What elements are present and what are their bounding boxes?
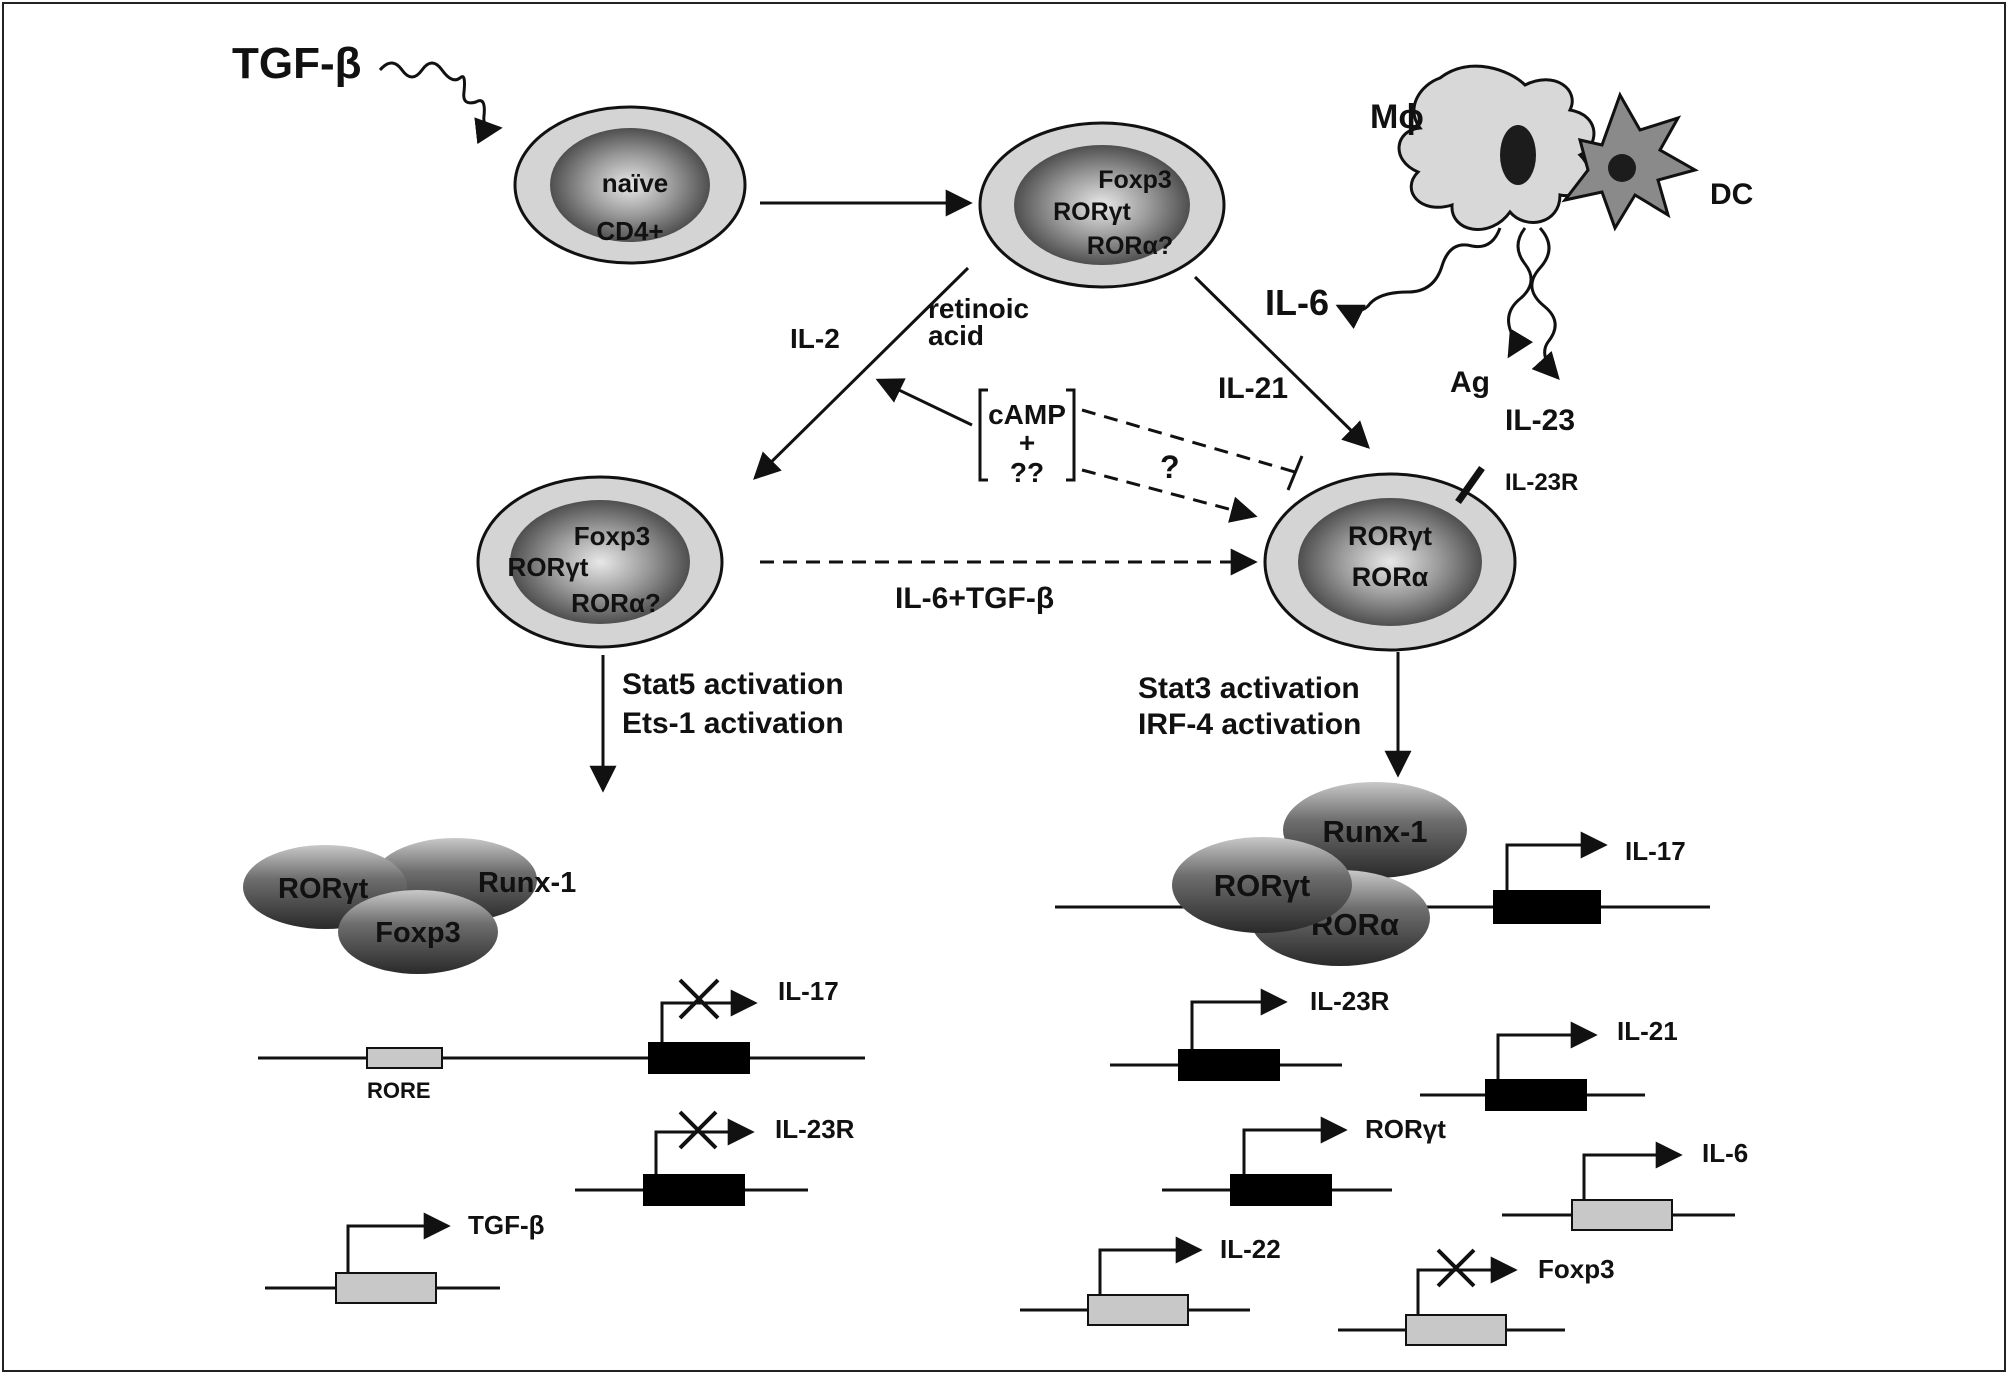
il6-label: IL-6 <box>1265 282 1329 323</box>
right-gene-il22: IL-22 <box>1020 1234 1281 1326</box>
camp-unknown: ?? <box>1010 457 1044 488</box>
right-il22-label: IL-22 <box>1220 1234 1281 1264</box>
acid-label: acid <box>928 320 984 351</box>
left-il17-label: IL-17 <box>778 976 839 1006</box>
block-cross-il23r <box>678 1110 718 1150</box>
naive-cd4-cell: naïve CD4+ <box>513 105 747 265</box>
ag-label: Ag <box>1450 366 1490 399</box>
camp-bracket-right <box>1066 388 1076 482</box>
left-gene-tgfb: TGF-β <box>265 1210 545 1304</box>
treg-rora: RORα? <box>571 588 661 618</box>
retinoic-label: retinoic <box>928 293 1029 324</box>
right-foxp3-label: Foxp3 <box>1538 1254 1615 1284</box>
il6-tgf-label: IL-6+TGF-β <box>895 582 1054 615</box>
arrow-intermediate-to-th17 <box>1193 275 1370 449</box>
irf4-label: IRF-4 activation <box>1138 708 1361 741</box>
treg-foxp3: Foxp3 <box>574 521 651 551</box>
stat3-label: Stat3 activation <box>1138 672 1360 705</box>
macrophage-icon <box>1397 64 1596 231</box>
right-il6-label: IL-6 <box>1702 1138 1748 1168</box>
left-gene-il23r: IL-23R <box>575 1110 855 1206</box>
tgf-beta-label: TGF-β <box>232 39 362 88</box>
camp-bracket-left <box>978 388 988 482</box>
left-tgfb-label: TGF-β <box>468 1210 545 1240</box>
right-gene-il6: IL-6 <box>1502 1138 1748 1231</box>
left-foxp3: Foxp3 <box>375 917 460 949</box>
arrow-intermediate-to-treg <box>753 266 970 480</box>
th17-rora: RORα <box>1352 562 1429 592</box>
right-protein-complex: Runx-1 RORα RORγt <box>1172 782 1467 966</box>
left-runx1: Runx-1 <box>478 867 576 899</box>
camp-plus: + <box>1019 427 1035 458</box>
inhibition-bar <box>1286 455 1304 491</box>
right-rorgt: RORγt <box>1214 868 1310 903</box>
block-cross-il17 <box>678 978 720 1020</box>
left-il23r-label: IL-23R <box>775 1114 855 1144</box>
naive-label: naïve <box>602 168 669 198</box>
tgf-beta-wavy-arrow <box>378 61 503 145</box>
question-label: ? <box>1160 449 1180 485</box>
il2-label: IL-2 <box>790 323 840 354</box>
macrophage-label: Mϕ <box>1370 98 1424 136</box>
right-gene-il17: IL-17 <box>1055 831 1710 924</box>
rore-label: RORE <box>367 1078 431 1103</box>
il23r-receptor-icon <box>1455 465 1485 505</box>
dashed-arrow-camp-to-th17 <box>1081 468 1258 523</box>
right-gene-il23r: IL-23R <box>1110 986 1390 1081</box>
il21-label: IL-21 <box>1218 372 1288 405</box>
th17-rorgt: RORγt <box>1348 521 1432 551</box>
dashed-inhibition-camp <box>1081 408 1296 474</box>
dc-label: DC <box>1710 178 1753 211</box>
dendritic-cell-icon <box>1561 91 1699 232</box>
wavy-arrow-ag <box>1507 227 1534 359</box>
ets1-label: Ets-1 activation <box>622 707 844 740</box>
intermediate-foxp3: Foxp3 <box>1098 166 1172 194</box>
right-il23r-label: IL-23R <box>1310 986 1390 1016</box>
right-runx1: Runx-1 <box>1322 814 1427 849</box>
cd4-label: CD4+ <box>596 216 663 246</box>
right-gene-il21: IL-21 <box>1420 1016 1678 1111</box>
stat5-label: Stat5 activation <box>622 668 844 701</box>
il23r-receptor-label: IL-23R <box>1505 469 1578 496</box>
intermediate-rorgt: RORγt <box>1053 198 1131 226</box>
left-protein-complex: Runx-1 RORγt Foxp3 <box>243 838 576 974</box>
right-rorgt-label: RORγt <box>1365 1114 1446 1144</box>
treg-cell: Foxp3 RORγt RORα? <box>476 475 724 649</box>
treg-rorgt: RORγt <box>508 552 589 582</box>
right-il17-label: IL-17 <box>1625 836 1686 866</box>
intermediate-rora: RORα? <box>1087 232 1173 260</box>
block-cross-foxp3 <box>1436 1248 1476 1288</box>
intermediate-cell: Foxp3 RORγt RORα? <box>978 121 1226 289</box>
left-rorgt: RORγt <box>278 873 369 905</box>
camp-label: cAMP <box>988 399 1066 430</box>
arrow-camp-to-il2 <box>875 378 973 427</box>
right-gene-rorgt: RORγt <box>1162 1114 1446 1206</box>
right-gene-foxp3: Foxp3 <box>1338 1248 1615 1346</box>
il23-label: IL-23 <box>1505 404 1575 437</box>
right-il21-label: IL-21 <box>1617 1016 1678 1046</box>
left-gene-il17: RORE IL-17 <box>258 976 865 1103</box>
th17-cell: RORγt RORα <box>1263 472 1517 652</box>
rore-box <box>366 1047 443 1069</box>
wavy-arrow-il6 <box>1335 227 1502 329</box>
wavy-arrow-il23 <box>1530 226 1560 380</box>
